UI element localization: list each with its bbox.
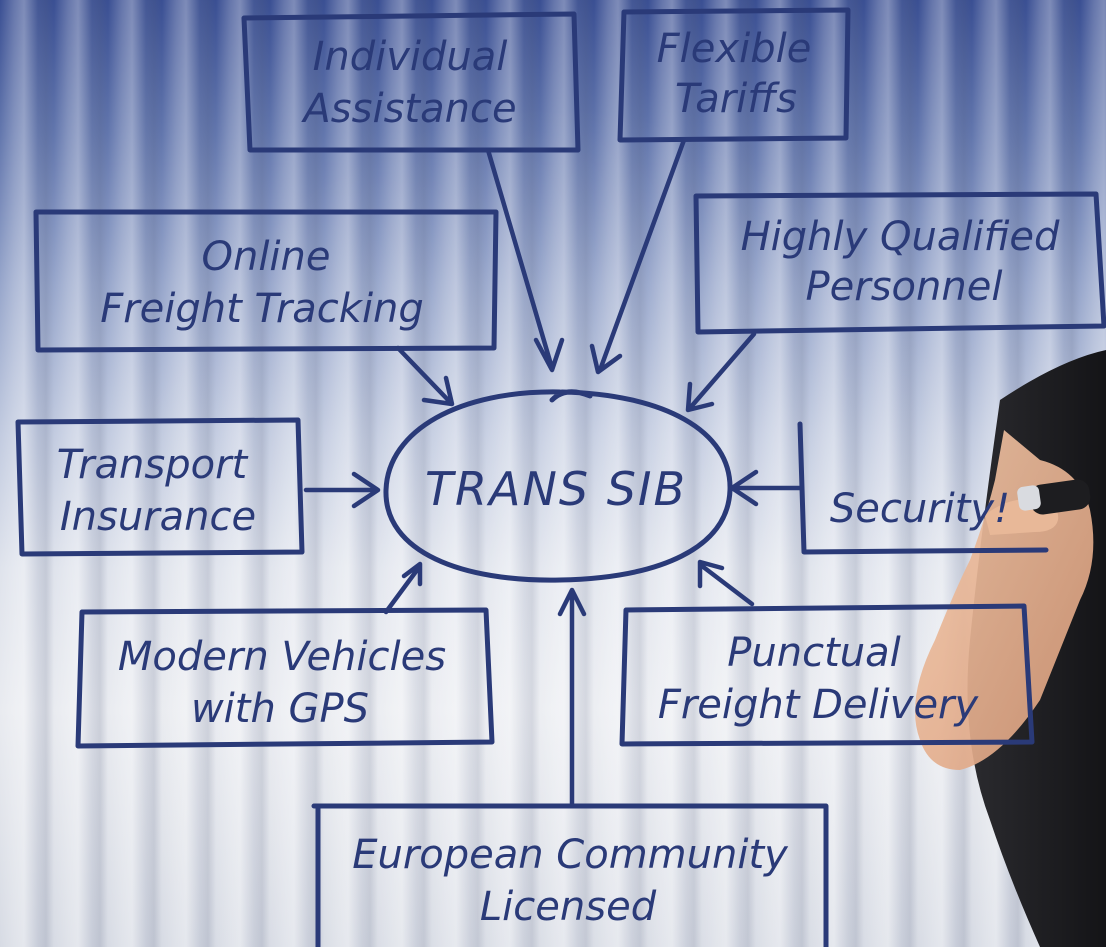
node-flexible-tariffs: Flexible Tariffs bbox=[617, 7, 851, 143]
node-transport-insurance-line2: Insurance bbox=[60, 494, 256, 540]
arrow-individual-assistance bbox=[485, 147, 565, 373]
node-european-community: European Community Licensed bbox=[311, 803, 829, 947]
node-online-freight-tracking-line2: Freight Tracking bbox=[100, 286, 424, 332]
node-modern-vehicles-line1: Modern Vehicles bbox=[118, 634, 446, 680]
center-ellipse bbox=[383, 389, 733, 583]
arrow-transport-insurance bbox=[303, 471, 381, 509]
hand-with-marker-illustration bbox=[915, 350, 1106, 947]
node-modern-vehicles: Modern Vehicles with GPS bbox=[75, 607, 495, 749]
node-online-freight-tracking: Online Freight Tracking bbox=[33, 209, 499, 353]
arrow-modern-vehicles bbox=[383, 561, 423, 615]
node-flexible-tariffs-line1: Flexible bbox=[657, 26, 812, 72]
node-highly-qualified-personnel: Highly Qualified Personnel bbox=[693, 191, 1106, 335]
node-modern-vehicles-line2: with GPS bbox=[191, 686, 369, 732]
node-security: Security! bbox=[797, 421, 1049, 555]
node-european-community-line1: European Community bbox=[352, 832, 789, 878]
arrow-flexible-tariffs bbox=[589, 137, 687, 375]
node-flexible-tariffs-line2: Tariffs bbox=[675, 76, 797, 122]
center-label: TRANS SIB bbox=[425, 462, 687, 516]
node-european-community-line2: Licensed bbox=[480, 884, 657, 930]
node-highly-qualified-personnel-line2: Personnel bbox=[806, 264, 1003, 310]
arrow-online-freight-tracking bbox=[395, 345, 455, 407]
node-highly-qualified-personnel-line1: Highly Qualified bbox=[741, 214, 1060, 260]
node-individual-assistance: Individual Assistance bbox=[241, 11, 581, 153]
node-online-freight-tracking-line1: Online bbox=[201, 234, 330, 280]
node-individual-assistance-line2: Assistance bbox=[300, 86, 516, 132]
node-punctual-delivery-line2: Freight Delivery bbox=[658, 682, 980, 728]
node-security-line1: Security! bbox=[830, 486, 1010, 532]
arrow-punctual-delivery bbox=[697, 559, 755, 607]
node-individual-assistance-line1: Individual bbox=[313, 34, 508, 80]
arrow-european-community bbox=[557, 587, 587, 807]
arrow-security bbox=[729, 469, 805, 507]
node-punctual-delivery-line1: Punctual bbox=[727, 630, 900, 676]
node-transport-insurance: Transport Insurance bbox=[15, 417, 305, 557]
node-punctual-delivery: Punctual Freight Delivery bbox=[619, 603, 1035, 747]
node-transport-insurance-line1: Transport bbox=[57, 442, 249, 488]
arrow-highly-qualified-personnel bbox=[685, 331, 757, 413]
